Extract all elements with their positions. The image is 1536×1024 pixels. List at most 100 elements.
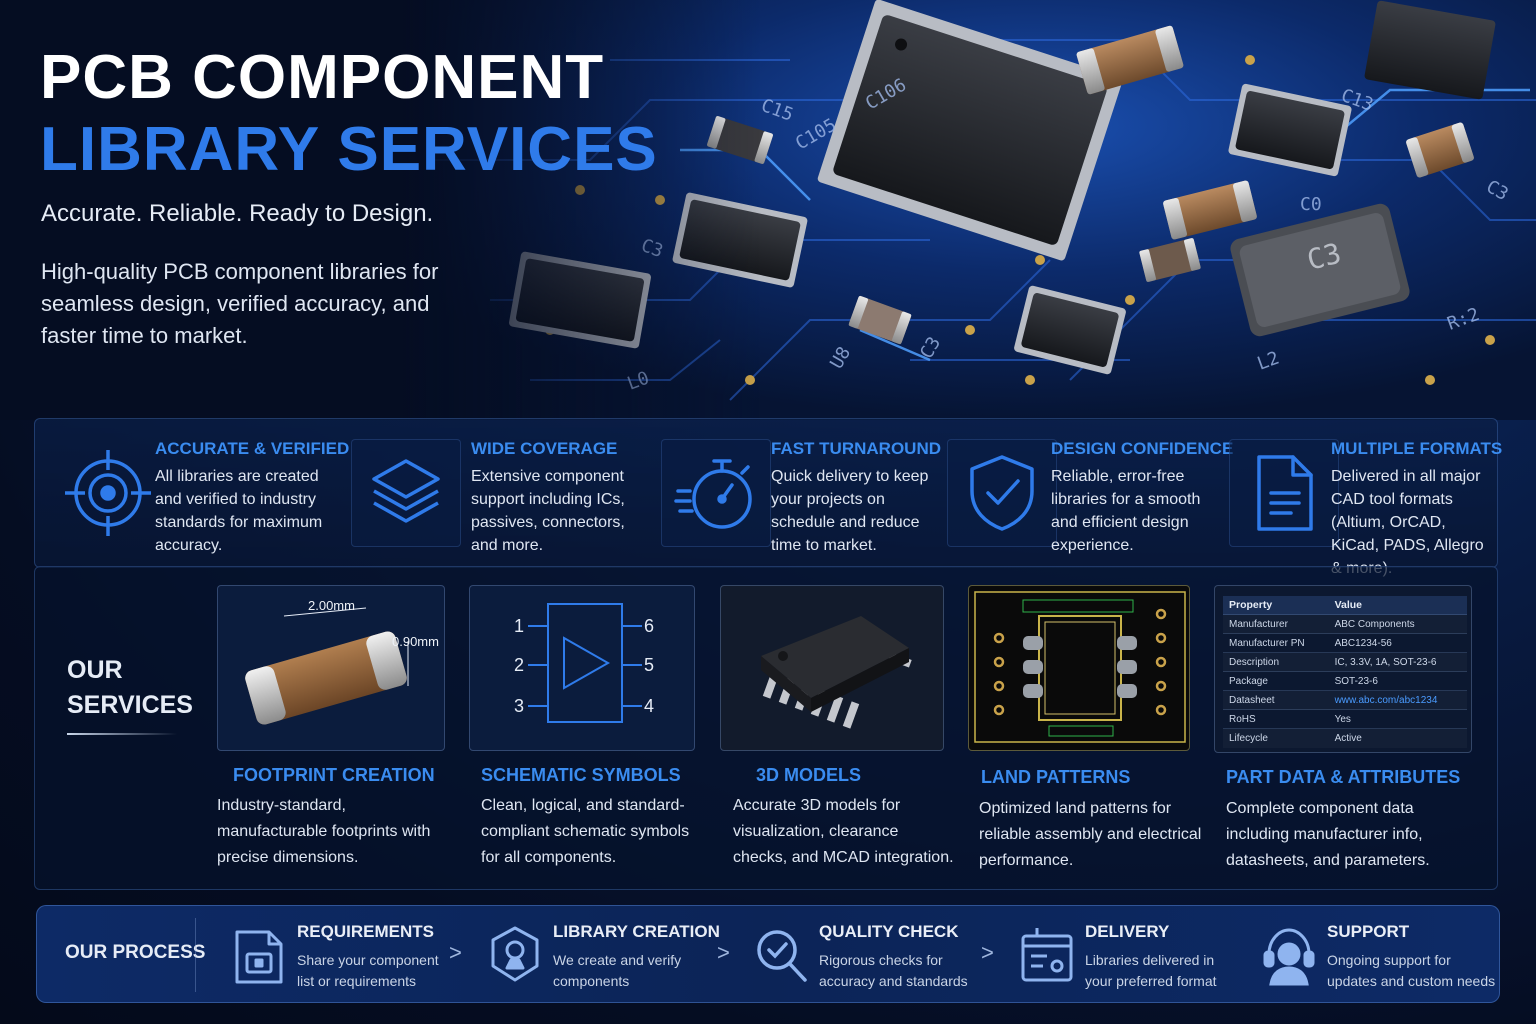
process-step-desc: We create and verify components (553, 950, 681, 992)
services-heading: OUR SERVICES (67, 653, 193, 723)
service-title: LAND PATTERNS (981, 767, 1131, 787)
table-cell: Active (1328, 728, 1467, 748)
services-heading-line2: SERVICES (67, 691, 193, 719)
process-step-library-creation: LIBRARY CREATION We create and verify co… (485, 916, 725, 996)
3d-model-image (720, 585, 944, 751)
hero-fade (0, 0, 760, 420)
process-step-desc-line: Libraries delivered in (1085, 952, 1215, 968)
magnifier-check-icon (757, 930, 807, 982)
process-step-desc: Share your component list or requirement… (297, 950, 439, 992)
services-section: OUR SERVICES 2.00mm 0.90mm FOOTPR (34, 566, 1498, 890)
table-cell: SOT-23-6 (1328, 671, 1467, 691)
pin-label: 6 (644, 616, 655, 636)
table-cell: IC, 3.3V, 1A, SOT-23-6 (1328, 652, 1467, 672)
process-step-desc: Rigorous checks for accuracy and standar… (819, 950, 968, 992)
stopwatch-icon (661, 439, 771, 547)
chevron-right-icon: > (717, 940, 730, 965)
feature-desc: Quick delivery to keep your projects on … (771, 468, 929, 554)
services-underline (67, 733, 177, 735)
services-heading-line1: OUR (67, 656, 123, 684)
feature-multiple-formats: MULTIPLE FORMATS Delivered in all major … (1229, 431, 1502, 577)
table-header: Value (1328, 596, 1467, 615)
process-step-desc-line: Ongoing support for (1327, 952, 1451, 968)
process-step-title: QUALITY CHECK (819, 922, 959, 941)
hexagon-component-icon (491, 926, 539, 982)
feature-title: FAST TURNAROUND (771, 439, 941, 458)
process-label: OUR PROCESS (65, 942, 206, 963)
process-step-title: DELIVERY (1085, 922, 1170, 941)
pin-label: 1 (514, 616, 525, 636)
chevron-right-icon: > (981, 940, 994, 965)
table-cell: Lifecycle (1223, 728, 1329, 748)
dimension-height: 0.90mm (392, 634, 439, 649)
document-icon (1229, 439, 1339, 547)
feature-design-confidence: DESIGN CONFIDENCE Reliable, error-free l… (947, 431, 1237, 557)
footprint-image: 2.00mm 0.90mm (217, 585, 445, 751)
service-title: PART DATA & ATTRIBUTES (1226, 767, 1461, 787)
feature-accurate-verified: ACCURATE & VERIFIED All libraries are cr… (53, 431, 353, 557)
feature-fast-turnaround: FAST TURNAROUND Quick delivery to keep y… (661, 431, 951, 557)
process-step-desc-line: updates and custom needs (1327, 973, 1496, 989)
service-title: 3D MODELS (756, 765, 862, 785)
datasheet-link[interactable]: www.abc.com/abc1234 (1328, 690, 1467, 710)
delivery-icon (1021, 928, 1073, 982)
process-step-desc-line: your preferred format (1085, 973, 1217, 989)
feature-desc: Extensive component support including IC… (471, 468, 625, 554)
intro-text: High-quality PCB component libraries for… (41, 259, 439, 348)
process-step-desc-line: accuracy and standards (819, 973, 968, 989)
feature-title: DESIGN CONFIDENCE (1051, 439, 1234, 458)
process-step-title: SUPPORT (1327, 922, 1410, 941)
table-cell: Manufacturer PN (1223, 633, 1329, 653)
feature-title: MULTIPLE FORMATS (1331, 439, 1503, 458)
feature-title: WIDE COVERAGE (471, 439, 618, 458)
table-cell: ABC Components (1328, 614, 1467, 634)
feature-desc: Delivered in all major CAD tool formats … (1331, 468, 1484, 577)
target-icon (53, 435, 163, 551)
process-step-desc: Libraries delivered in your preferred fo… (1085, 950, 1217, 992)
shield-check-icon (947, 439, 1057, 547)
process-step-quality-check: QUALITY CHECK Rigorous checks for accura… (751, 916, 991, 996)
service-title: SCHEMATIC SYMBOLS (481, 765, 681, 785)
table-header-row: Property Value (1223, 596, 1467, 615)
process-step-desc: Ongoing support for updates and custom n… (1327, 950, 1495, 992)
table-cell: Datasheet (1223, 690, 1329, 710)
page-title-line1: PCB COMPONENT (40, 43, 605, 112)
process-bar: OUR PROCESS REQUIREMENTS Share your comp… (36, 905, 1500, 1003)
process-divider (195, 918, 196, 992)
service-desc: Complete component data including manufa… (1226, 800, 1430, 869)
process-step-desc-line: Share your component (297, 952, 439, 968)
feature-desc: Reliable, error-free libraries for a smo… (1051, 468, 1201, 554)
page-title-line2: LIBRARY SERVICES (40, 115, 658, 184)
board-label: C3 (1304, 237, 1345, 277)
table-cell: Package (1223, 671, 1329, 691)
process-step-title: LIBRARY CREATION (553, 922, 720, 941)
feature-desc: All libraries are created and verified t… (155, 468, 323, 554)
process-step-support: SUPPORT Ongoing support for updates and … (1259, 916, 1495, 996)
service-desc: Industry-standard, manufacturable footpr… (217, 797, 431, 866)
pin-label: 2 (514, 655, 525, 675)
schematic-symbol-image: 1 2 3 6 5 4 (469, 585, 695, 751)
table-cell: Manufacturer (1223, 614, 1329, 634)
service-title: FOOTPRINT CREATION (233, 765, 435, 785)
pin-label: 4 (644, 696, 655, 716)
headset-support-icon (1263, 928, 1315, 986)
table-cell: RoHS (1223, 709, 1329, 729)
land-pattern-image (968, 585, 1190, 751)
process-step-desc-line: components (553, 973, 630, 989)
table-cell: ABC1234-56 (1328, 633, 1467, 653)
service-desc: Optimized land patterns for reliable ass… (979, 800, 1202, 869)
tagline: Accurate. Reliable. Ready to Design. (41, 200, 434, 227)
pin-label: 3 (514, 696, 525, 716)
service-desc: Clean, logical, and standard-compliant s… (481, 797, 690, 866)
layers-icon (351, 439, 461, 547)
chevron-right-icon: > (449, 940, 462, 965)
